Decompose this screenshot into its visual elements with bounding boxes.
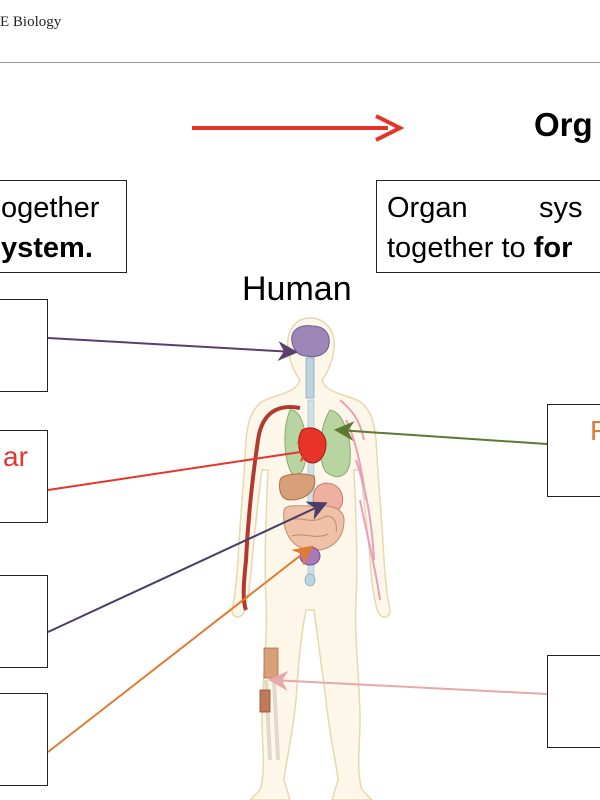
human-body-figure [231, 317, 391, 800]
brain-shape [291, 325, 330, 358]
label-box-lung: F [547, 404, 600, 497]
muscle-shape [263, 647, 279, 679]
heart-shape [298, 427, 327, 464]
label-box-heart: ar [0, 430, 48, 523]
right-note-line1-start: Organ [387, 192, 468, 224]
lymph-vessels [339, 399, 381, 601]
pointer-heart [47, 442, 318, 491]
right-note-line1-end: sys [539, 192, 583, 224]
pointer-stomach [47, 501, 328, 633]
diagram-label: Human [242, 270, 352, 308]
label-box-brain [0, 299, 48, 392]
pointer-intestine [47, 545, 314, 753]
pointer-leg [268, 670, 548, 695]
title-arrow [192, 114, 405, 142]
label-fragment-right: F [590, 415, 600, 447]
label-box-intestine [0, 693, 48, 786]
artery-arm [241, 405, 301, 611]
label-box-leg [547, 655, 600, 748]
slide-title: Org [534, 106, 593, 143]
right-note-line2-start: together to [387, 232, 534, 264]
label-box-stomach [0, 575, 48, 668]
pointer-brain [47, 337, 298, 362]
right-note-box: Organ sys together to for [376, 180, 600, 273]
label-cardiovascular-fragment: ar [3, 441, 28, 472]
right-note-line2: together to for [387, 228, 572, 268]
pointer-lung [334, 421, 548, 445]
bladder-shape [299, 546, 321, 566]
header-divider [0, 62, 600, 63]
left-note-box: ogether ystem. [0, 180, 127, 273]
right-note-line2-bold: for [533, 232, 573, 264]
course-header: E Biology [0, 14, 62, 30]
liver-shape [279, 473, 316, 501]
left-note-line1: ogether [1, 192, 100, 224]
left-note-line2: ystem. [1, 232, 93, 264]
